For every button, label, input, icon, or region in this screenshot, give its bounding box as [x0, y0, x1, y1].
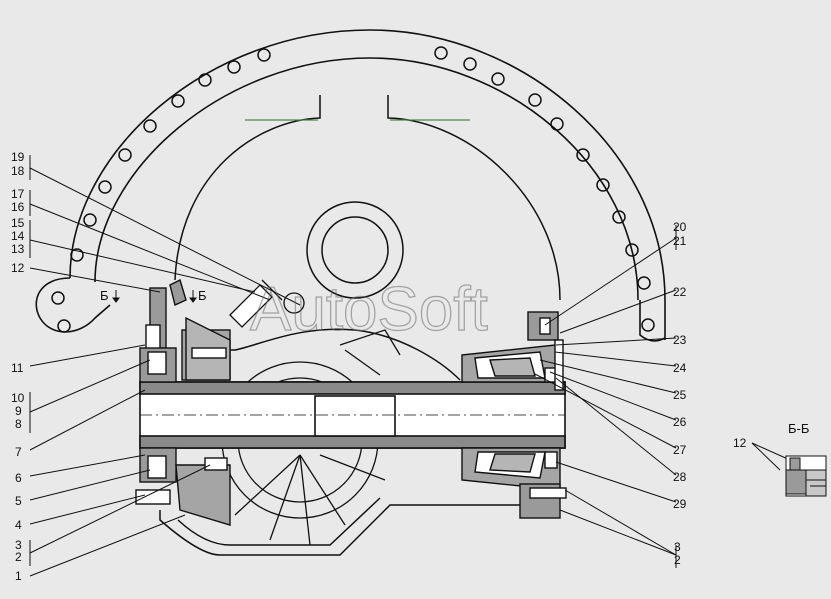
callout-12: 12: [11, 261, 25, 275]
callout-17: 17: [11, 187, 25, 201]
callout-24: 24: [673, 361, 687, 375]
callout-15: 15: [11, 216, 25, 230]
leader-lines-left: [29, 155, 301, 577]
callout-22: 22: [673, 285, 687, 299]
callout-10: 10: [11, 391, 25, 405]
leader-lines-right: [534, 225, 677, 568]
callout-25: 25: [673, 388, 687, 402]
callout-16: 16: [11, 200, 25, 214]
callout-11: 11: [11, 361, 24, 375]
right-bearing-assembly: [461, 311, 567, 519]
callout-19: 19: [11, 150, 25, 164]
main-shaft: [139, 381, 566, 449]
callout-1: 1: [15, 569, 22, 583]
section-callout-12: 12: [733, 436, 747, 450]
watermark: AutoSoft: [250, 275, 488, 344]
callout-3: 3: [674, 540, 681, 554]
callout-27: 27: [673, 443, 687, 457]
callout-2: 2: [674, 553, 681, 567]
callout-4: 4: [15, 518, 22, 532]
callout-8: 8: [15, 417, 22, 431]
section-view-bb: Б-Б 12: [733, 421, 827, 497]
callout-14: 14: [11, 229, 25, 243]
callout-6: 6: [15, 471, 22, 485]
callout-18: 18: [11, 164, 25, 178]
callout-29: 29: [673, 497, 687, 511]
section-mark-left: Б: [100, 288, 109, 303]
callout-9: 9: [15, 404, 22, 418]
housing-flange: [35, 29, 666, 342]
breather-fitting: [229, 279, 305, 328]
callout-13: 13: [11, 242, 25, 256]
callout-2: 2: [15, 550, 22, 564]
callout-20: 20: [673, 220, 687, 234]
housing-body: [159, 95, 561, 556]
section-title: Б-Б: [788, 421, 809, 436]
callout-21: 21: [673, 234, 687, 248]
callout-7: 7: [15, 445, 22, 459]
callout-23: 23: [673, 333, 687, 347]
left-bearing-assembly: [135, 279, 231, 526]
callout-labels: 1918171615141312111098765432120212223242…: [11, 150, 687, 583]
section-markers: Б Б: [100, 288, 207, 303]
callout-3: 3: [15, 538, 22, 552]
section-mark-right: Б: [198, 288, 207, 303]
callout-26: 26: [673, 415, 687, 429]
flange-bolt-holes: [51, 46, 655, 333]
callout-28: 28: [673, 470, 687, 484]
callout-5: 5: [15, 494, 22, 508]
